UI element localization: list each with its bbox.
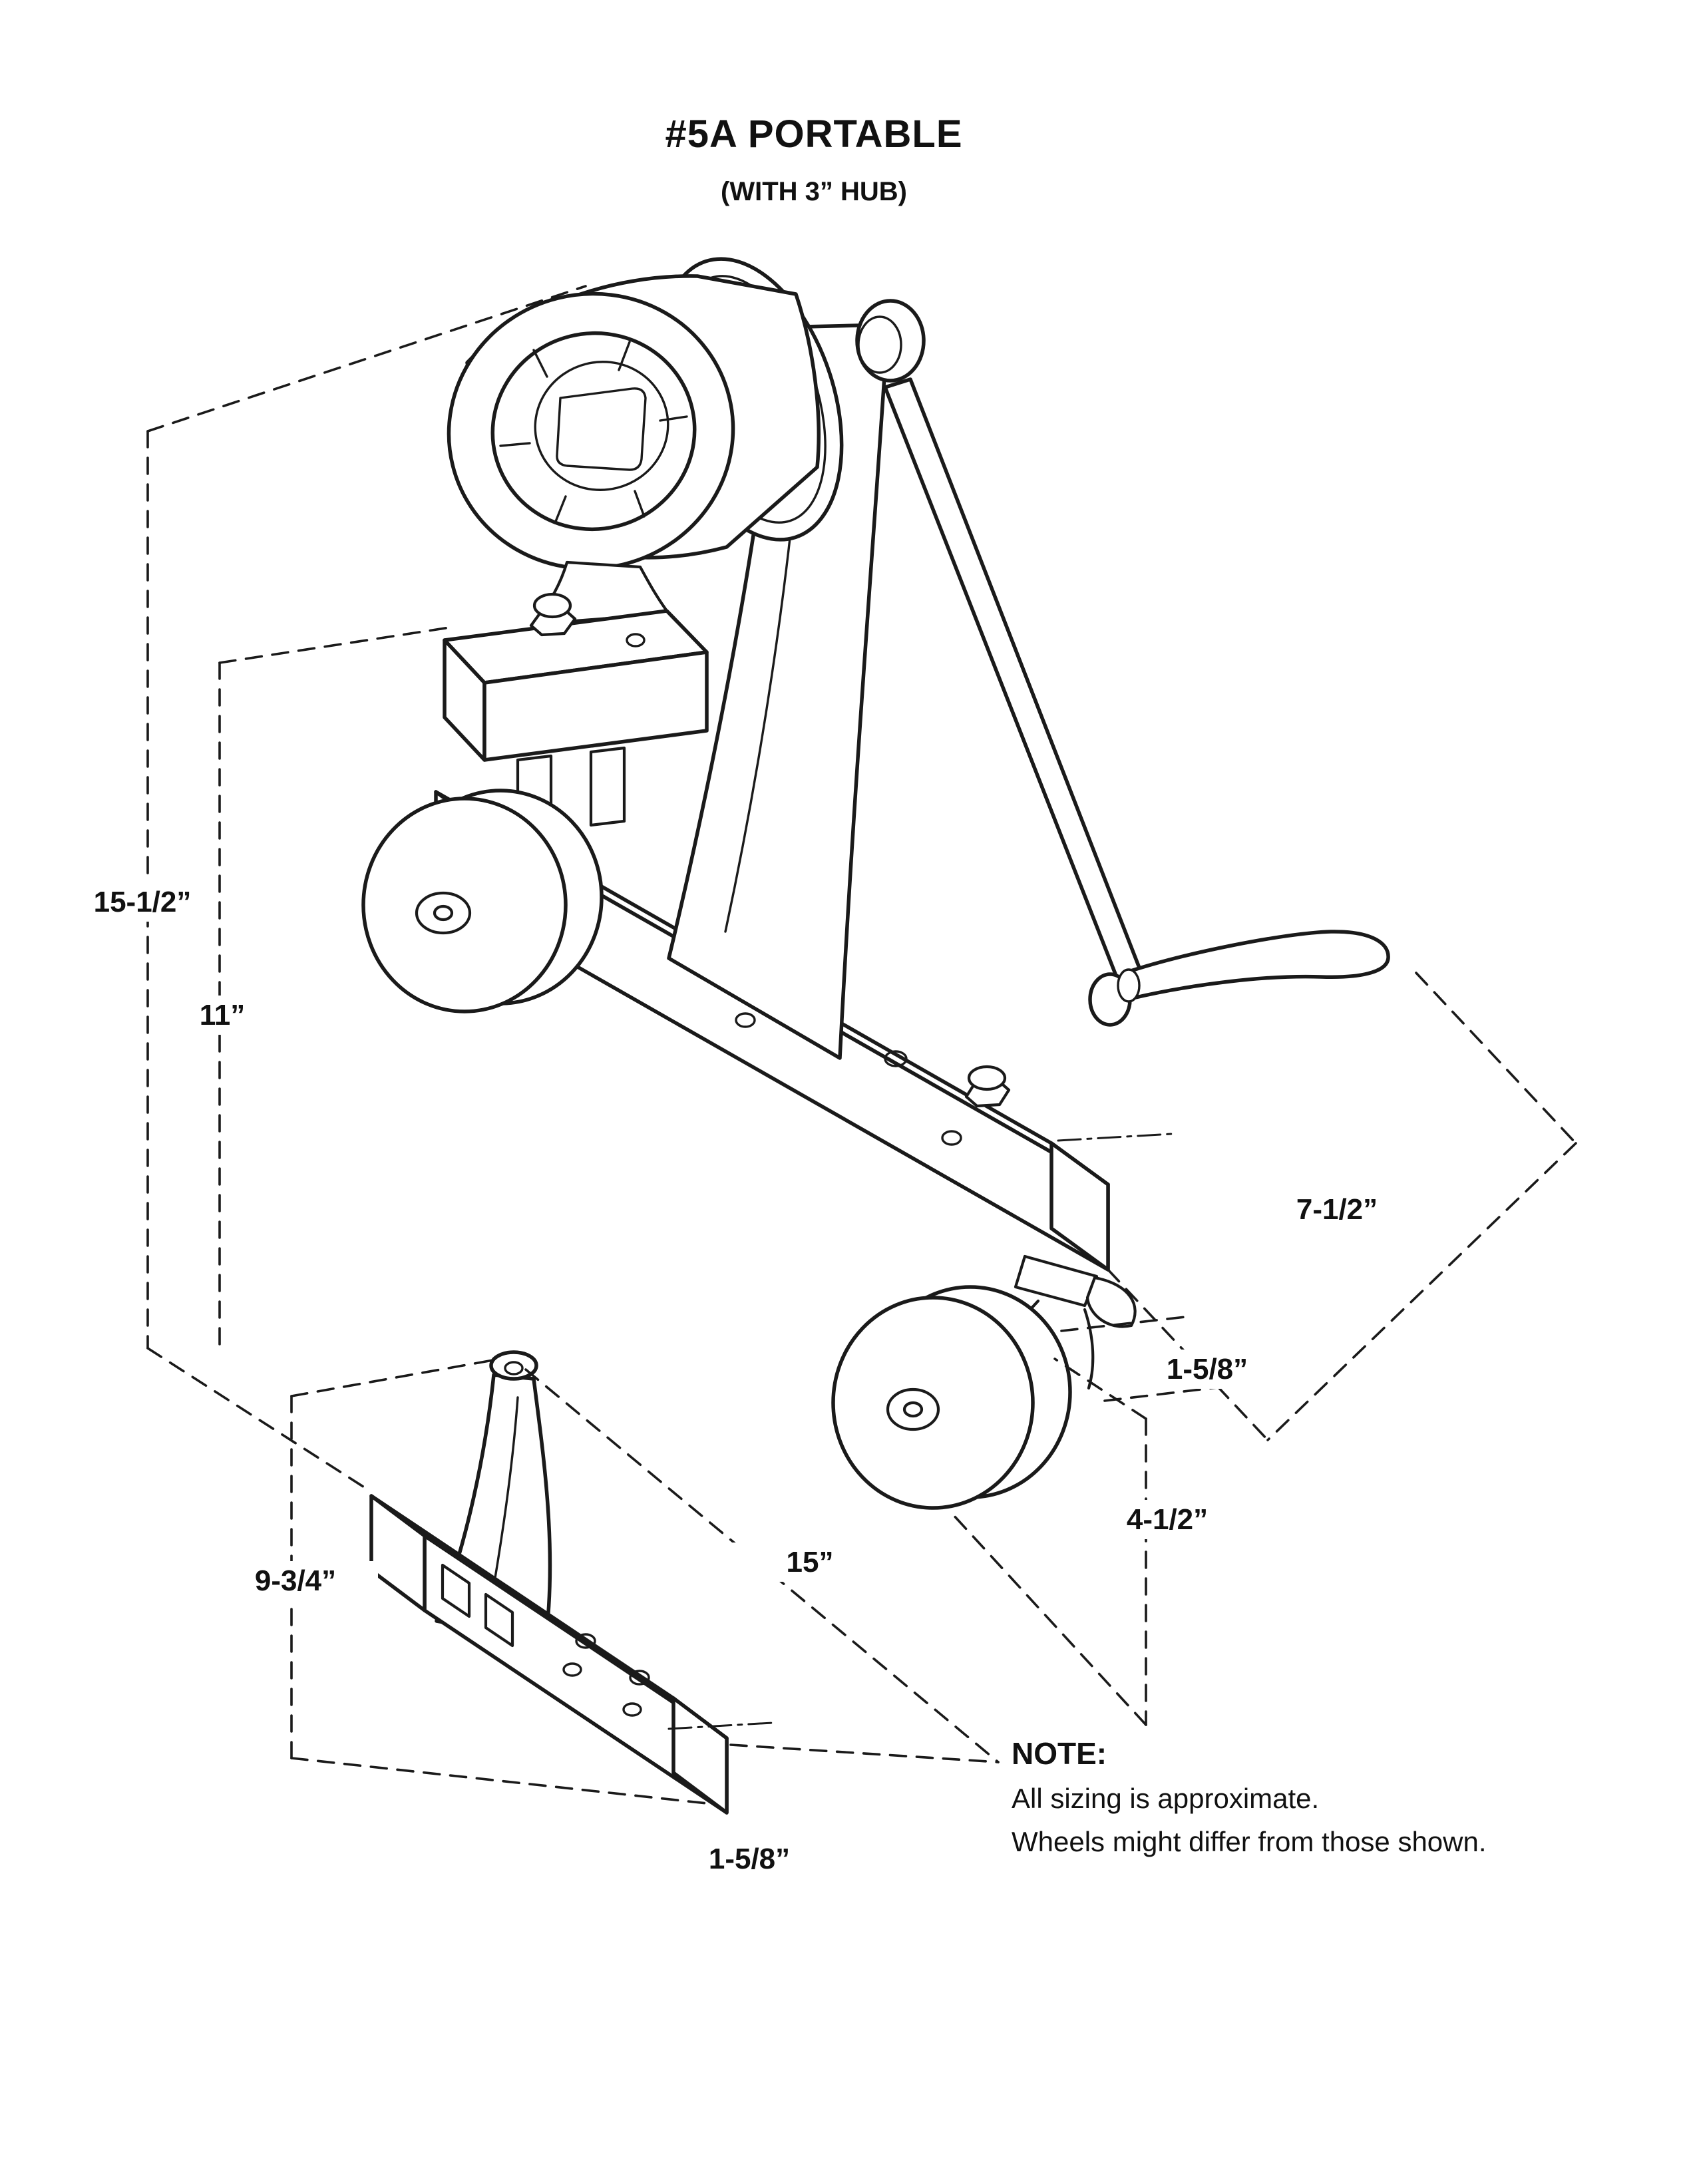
base-frame-drawing — [369, 1350, 773, 1815]
page-title: #5A PORTABLE — [665, 112, 963, 156]
dim-depth-label: 7-1/2” — [1254, 1190, 1419, 1229]
dim-caster-height-label: 4-1/2” — [1085, 1500, 1250, 1539]
mount-bracket — [443, 592, 709, 835]
brace-bar — [883, 377, 1148, 996]
dim-frame-height-label: 11” — [166, 996, 278, 1035]
dim-overall-height-label: 15-1/2” — [80, 882, 205, 922]
dim-base-height-label: 9-3/4” — [213, 1561, 378, 1600]
dimension-lines — [146, 285, 1577, 1805]
base-beam — [369, 1494, 773, 1815]
dim-base-channel-label: 1-5/8” — [667, 1839, 832, 1879]
note-line-1: All sizing is approximate. — [1012, 1783, 1320, 1814]
dim-base-length-label: 15” — [727, 1543, 892, 1582]
left-caster-drawing — [361, 789, 604, 1013]
note-heading: NOTE: — [1012, 1736, 1107, 1771]
shaft-end — [855, 299, 926, 383]
note-line-2: Wheels might differ from those shown. — [1012, 1826, 1487, 1858]
note-block: NOTE: All sizing is approximate. Wheels … — [1012, 1735, 1637, 1863]
bolt-nut-rear — [964, 1065, 1011, 1108]
dim-line-depth-a — [1415, 972, 1577, 1145]
hub-drawing — [447, 257, 844, 626]
bolt-nut-front — [529, 592, 577, 637]
dim-line-caster-offset — [1060, 1315, 1193, 1332]
dim-caster-offset-label: 1-5/8” — [1125, 1350, 1290, 1389]
right-caster-drawing — [831, 1254, 1137, 1510]
page-subtitle: (WITH 3” HUB) — [721, 177, 907, 206]
dim-line-base-channel — [290, 1757, 708, 1805]
crank-handle-drawing — [1088, 930, 1390, 1027]
main-assembly-drawing — [361, 257, 1390, 1510]
